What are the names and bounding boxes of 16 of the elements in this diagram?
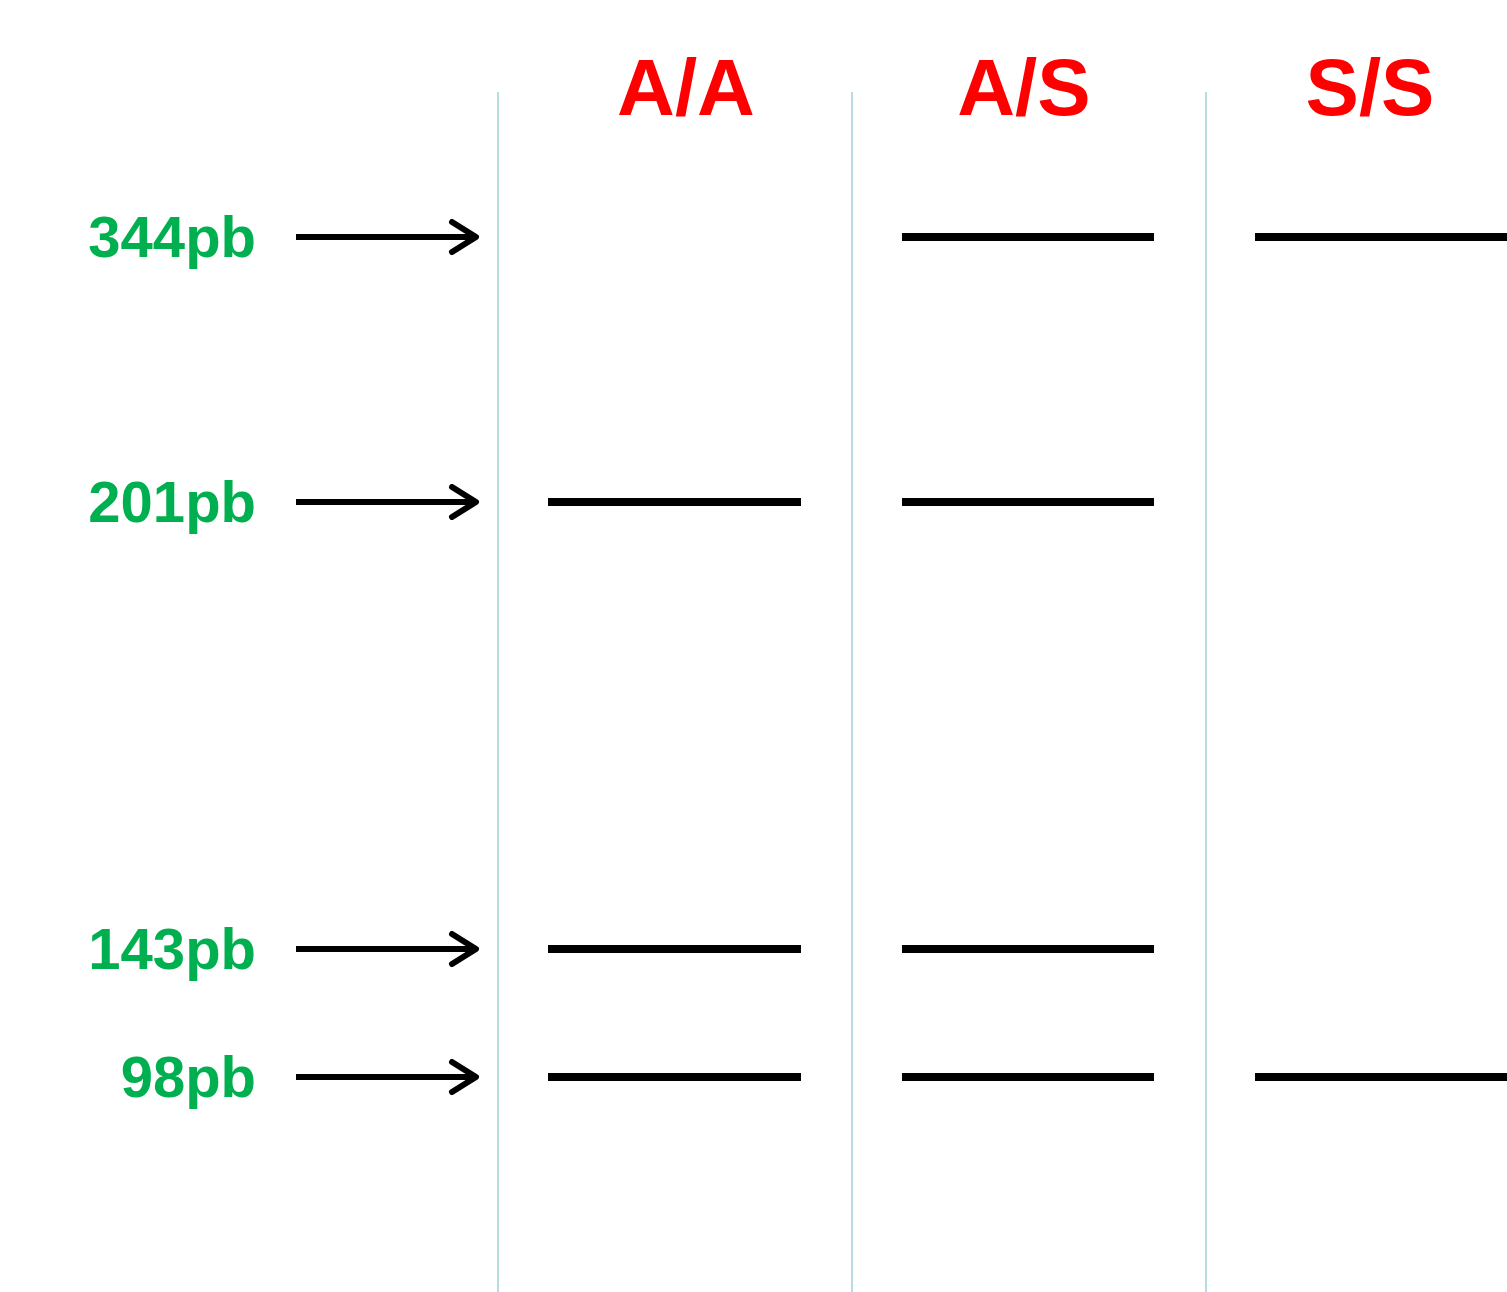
gel-band [1255,1073,1507,1081]
gel-band [902,233,1154,241]
gel-band [548,498,801,506]
gel-band [548,1073,801,1081]
gel-band [902,1073,1154,1081]
arrow [296,484,479,520]
gel-band [902,498,1154,506]
arrow [296,219,479,255]
arrow [296,1059,479,1095]
genotype-label: A/A [617,48,755,128]
gel-band [902,945,1154,953]
gel-band [548,945,801,953]
arrow [296,931,479,967]
genotype-label: A/S [957,48,1091,128]
genotype-label: S/S [1305,48,1435,128]
gel-band [1255,233,1507,241]
